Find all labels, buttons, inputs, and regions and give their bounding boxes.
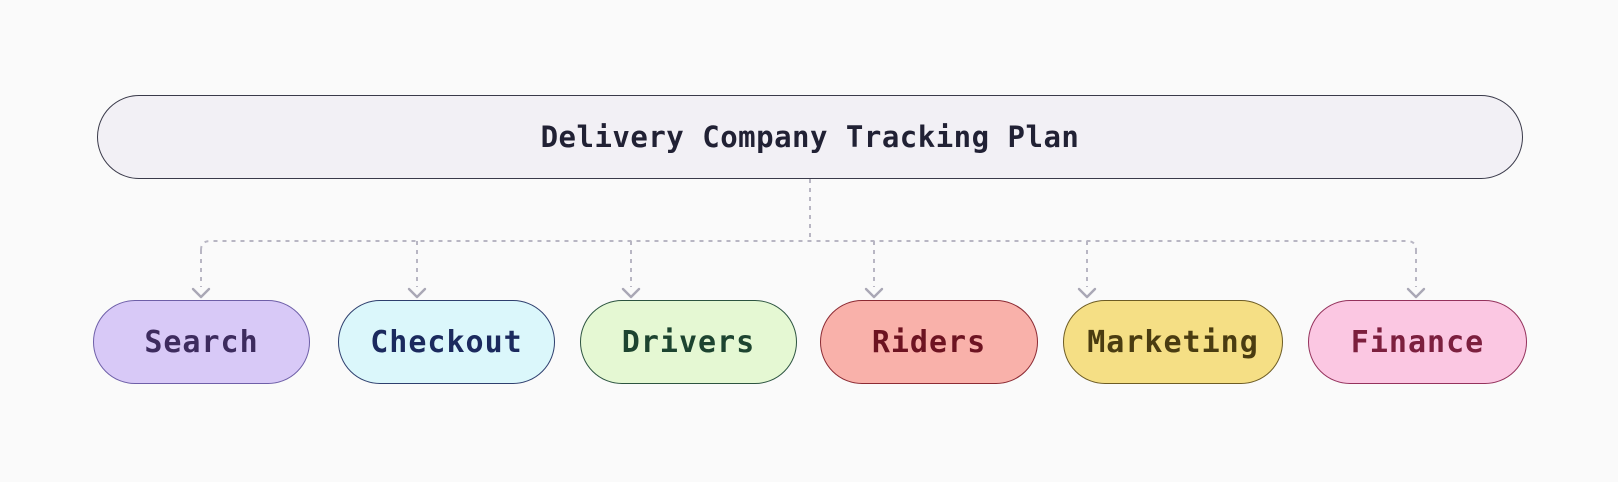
node-label: Finance: [1350, 324, 1485, 360]
node-label: Drivers: [621, 324, 756, 360]
arrowhead-icon: [191, 287, 211, 299]
node-search[interactable]: Search: [93, 300, 310, 384]
arrowhead-icon: [407, 287, 427, 299]
node-label: Riders: [871, 324, 987, 360]
arrowhead-icon: [864, 287, 884, 299]
arrowhead-icon: [621, 287, 641, 299]
root-node-label: Delivery Company Tracking Plan: [540, 120, 1080, 154]
arrowhead-icon: [1406, 287, 1426, 299]
node-label: Checkout: [370, 324, 523, 360]
node-label: Marketing: [1087, 324, 1259, 360]
connector-bus: [200, 240, 1417, 251]
node-riders[interactable]: Riders: [820, 300, 1038, 384]
node-label: Search: [144, 324, 259, 360]
node-checkout[interactable]: Checkout: [338, 300, 555, 384]
node-marketing[interactable]: Marketing: [1063, 300, 1283, 384]
node-finance[interactable]: Finance: [1308, 300, 1527, 384]
arrowhead-icon: [1077, 287, 1097, 299]
node-drivers[interactable]: Drivers: [580, 300, 797, 384]
node-delivery-company-tracking-plan[interactable]: Delivery Company Tracking Plan: [97, 95, 1523, 179]
